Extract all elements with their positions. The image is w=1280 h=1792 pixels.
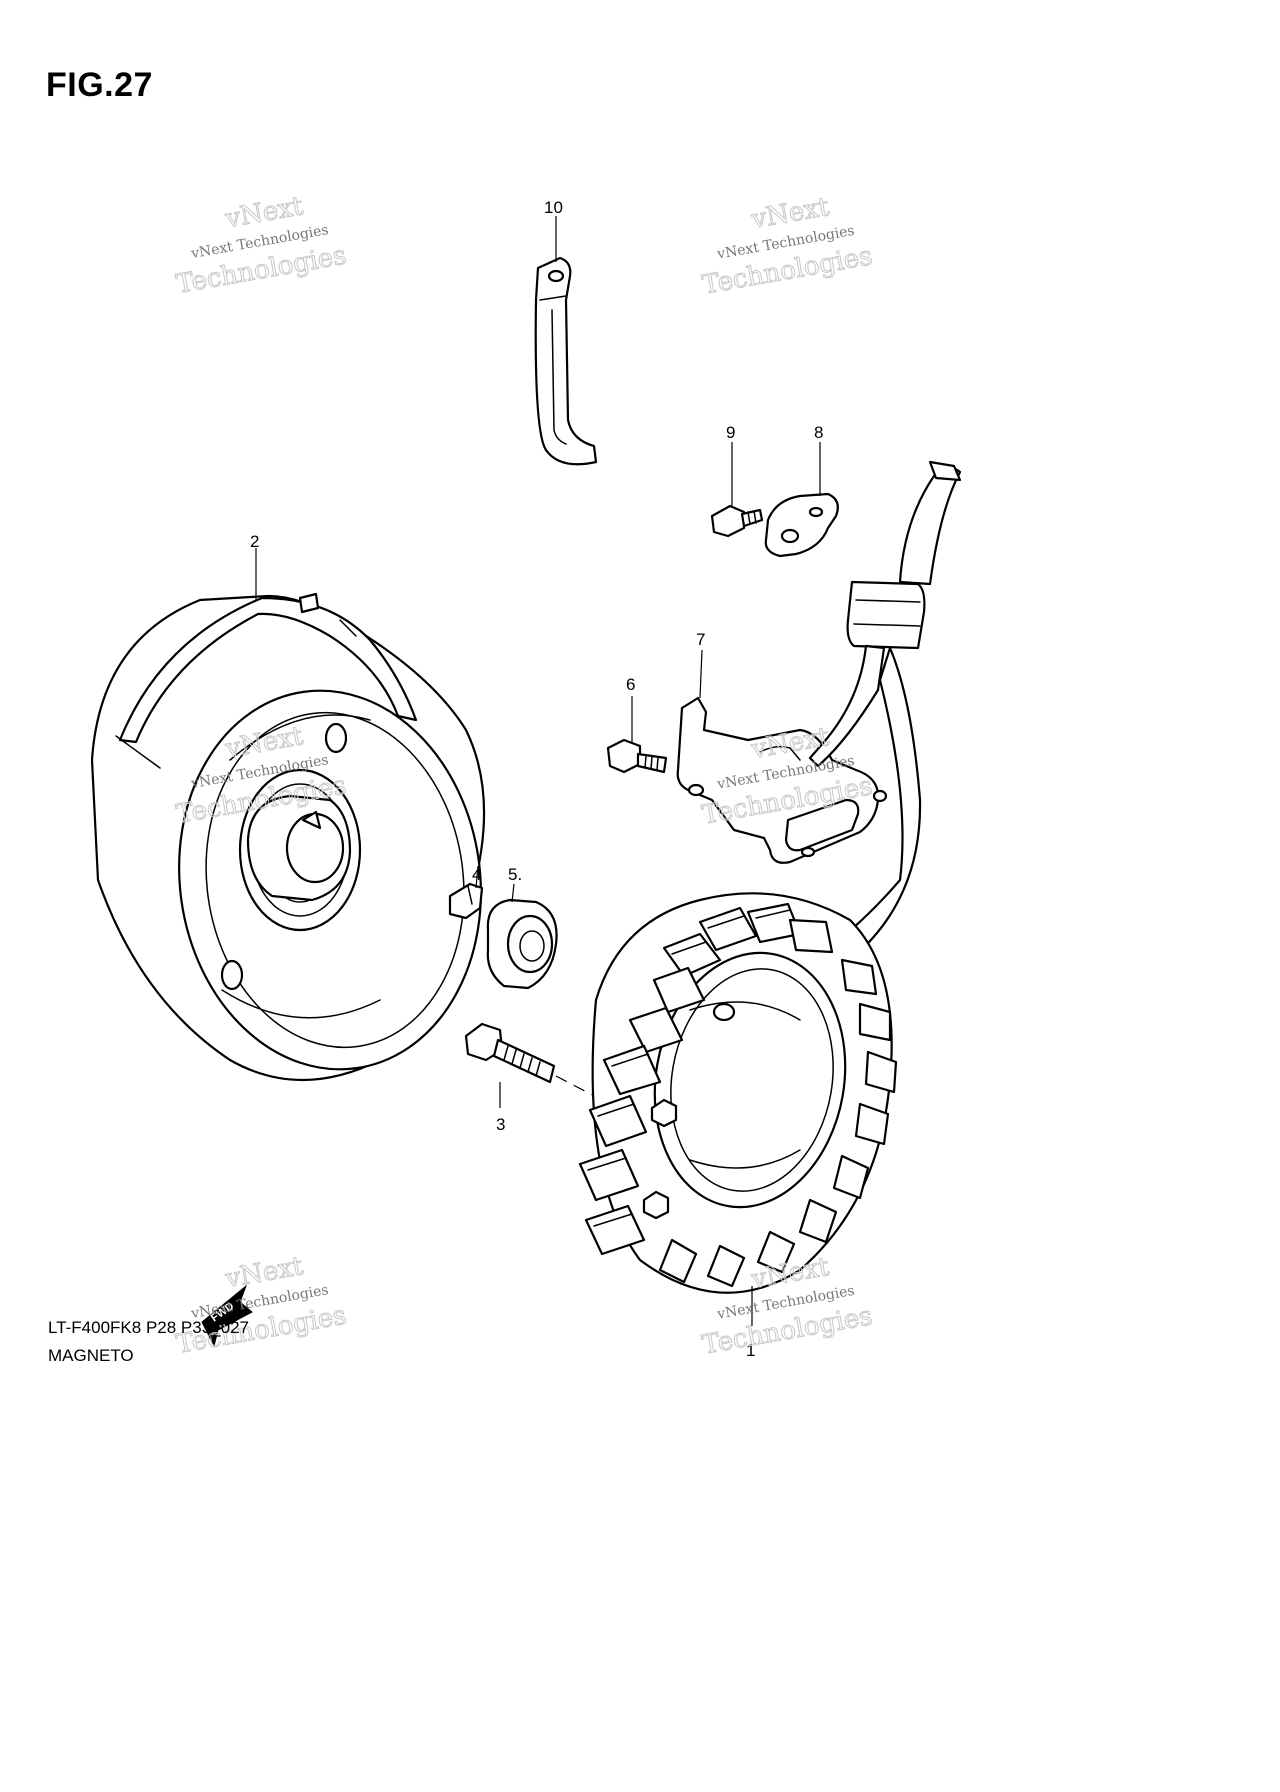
part-3-bolt <box>464 1022 603 1101</box>
part-9-bolt <box>710 504 764 538</box>
part-1-stator <box>578 892 898 1294</box>
callout-5: 5. <box>508 865 522 884</box>
part-6-bolt <box>606 738 668 774</box>
watermark-bottom-left: vNext vNext Technologies Technologies <box>173 1251 349 1361</box>
diagram-code: LT-F400FK8 P28 P33_027 <box>48 1318 249 1337</box>
leader-lines <box>255 216 821 1326</box>
figure-title: FIG.27 <box>46 66 153 104</box>
part-2-flywheel-rotor <box>90 592 486 1081</box>
callout-4: 4 <box>472 865 481 884</box>
callout-1: 1 <box>746 1341 755 1360</box>
callout-2: 2 <box>250 532 259 551</box>
callout-7: 7 <box>696 630 705 649</box>
callout-9: 9 <box>726 423 735 442</box>
callout-10: 10 <box>544 198 563 217</box>
diagram-name: MAGNETO <box>48 1346 134 1365</box>
callout-6: 6 <box>626 675 635 694</box>
part-7-pickup-bracket <box>676 696 888 864</box>
stator-poles <box>578 902 898 1288</box>
callout-8: 8 <box>814 423 823 442</box>
watermark-top-left: vNext vNext Technologies Technologies <box>173 191 349 301</box>
part-10-wire-clamp <box>534 256 598 466</box>
part-5-nut <box>486 898 558 990</box>
watermark-top-right: vNext vNext Technologies Technologies <box>700 191 876 301</box>
wire-harness <box>762 460 962 1002</box>
callout-labels: 10 2 3 4 5. 6 7 8 9 1 <box>250 198 823 1360</box>
callout-3: 3 <box>496 1115 505 1134</box>
part-4-key <box>448 882 484 920</box>
part-8-plate <box>764 492 839 558</box>
